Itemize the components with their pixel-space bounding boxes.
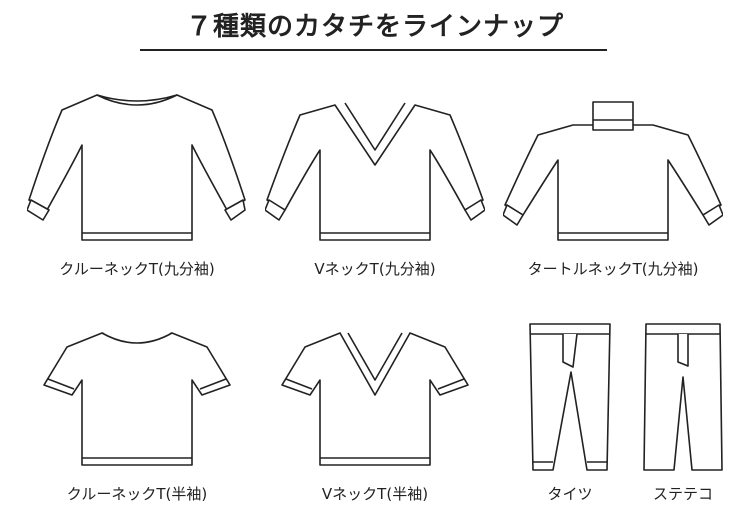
crew-neck-long-sleeve-illustration [27, 94, 246, 241]
title-underline [140, 49, 607, 51]
page-title: ７種類のカタチをラインナップ [185, 12, 564, 42]
v-neck-long-sleeve-illustration [265, 102, 485, 241]
item-label: クルーネックT(九分袖) [59, 260, 215, 278]
item-label: タートルネックT(九分袖) [527, 260, 699, 278]
item-label: VネックT(半袖) [321, 485, 429, 503]
v-neck-half-sleeve-illustration [281, 332, 469, 466]
tights-illustration [529, 323, 611, 471]
item-label: ステテコ [652, 485, 713, 503]
item-label: タイツ [547, 485, 593, 503]
steteco-illustration [643, 323, 723, 471]
turtleneck-long-sleeve-illustration [503, 101, 723, 241]
crew-neck-half-sleeve-illustration [43, 332, 231, 466]
item-label: VネックT(九分袖) [314, 260, 436, 278]
item-label: クルーネックT(半袖) [66, 485, 208, 503]
